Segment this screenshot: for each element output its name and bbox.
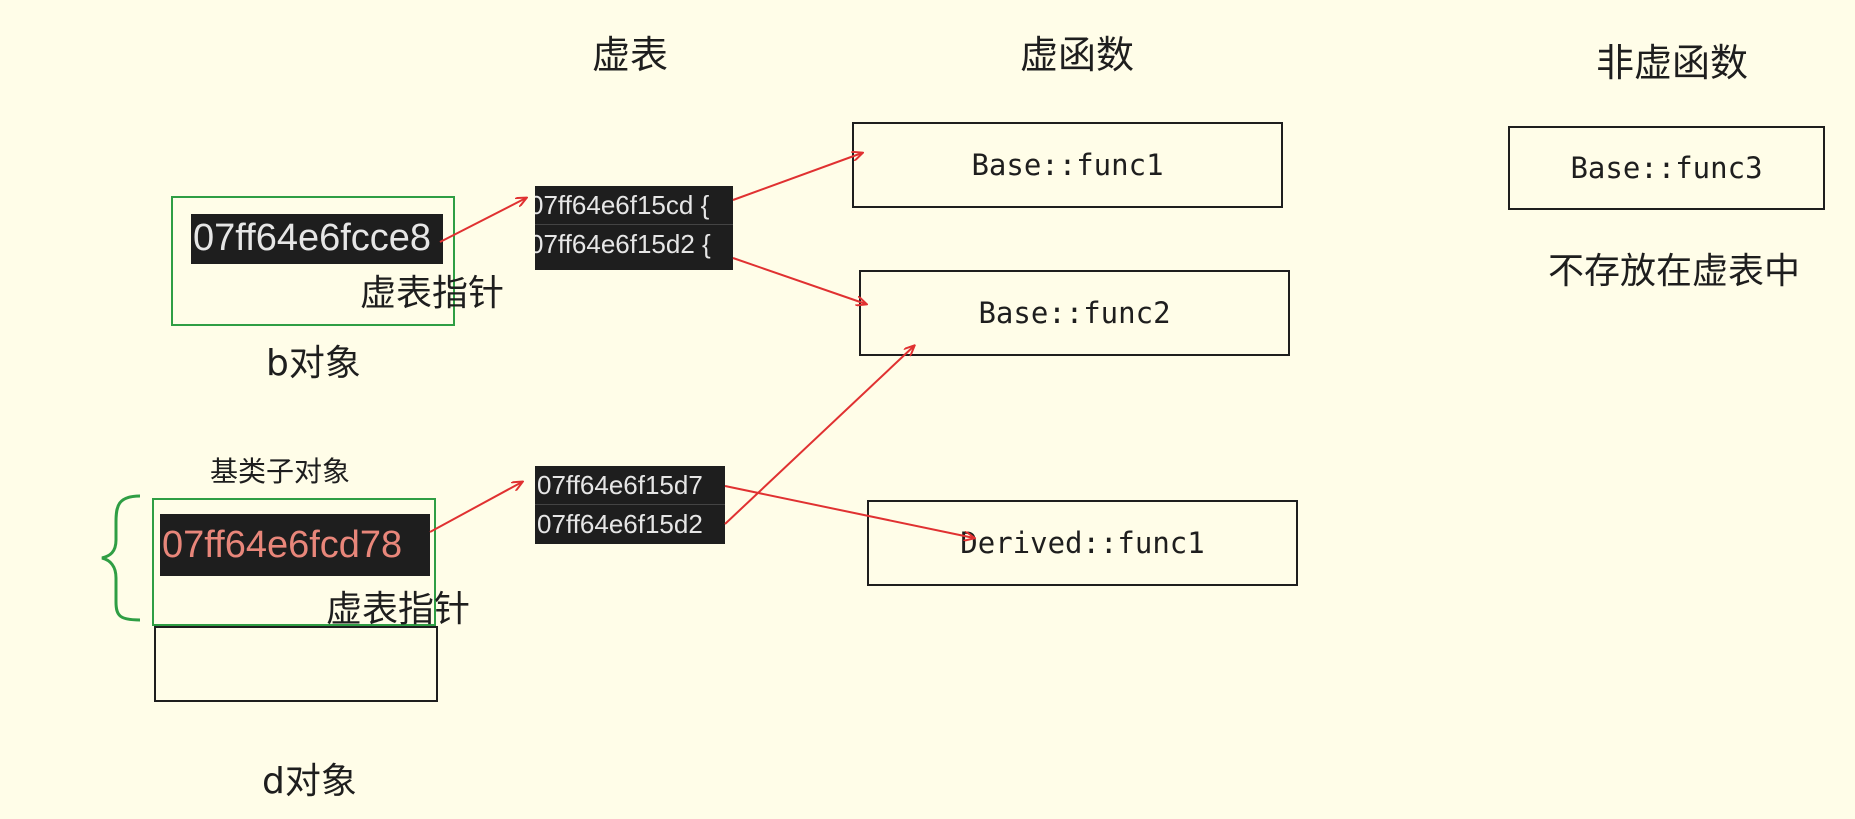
non-virtual-functions-header: 非虚函数	[1596, 41, 1749, 85]
d-vptr-value: 07ff64e6fcd78	[160, 514, 430, 576]
b-vtable-to-func1-arrow	[732, 153, 862, 201]
d-vtable: 07ff64e6f15d7 07ff64e6f15d2	[535, 466, 725, 544]
base-subobject-brace	[101, 494, 141, 622]
b-vtable-to-func2-arrow	[732, 257, 866, 304]
d-vtable-entry-2: 07ff64e6f15d2	[537, 509, 703, 539]
vtable-header: 虚表	[592, 33, 669, 77]
base-subobject-label: 基类子对象	[210, 455, 351, 488]
d-vptr-label: 虚表指针	[326, 589, 471, 630]
d-base-subobject-box	[152, 498, 436, 626]
d-vptr-to-vtable-arrow	[429, 482, 522, 533]
virtual-functions-header: 虚函数	[1020, 33, 1135, 77]
derived-func1-box: Derived::func1	[867, 500, 1298, 586]
base-func3-box: Base::func3	[1508, 126, 1825, 210]
b-vtable-entry-1: 07ff64e6f15cd {	[535, 186, 733, 225]
b-vtable-entry-2: 07ff64e6f15d2 {	[535, 229, 711, 259]
d-vtable-to-func2-arrow	[724, 346, 914, 525]
d-derived-part-box	[154, 626, 438, 702]
d-vtable-to-derived-func1-arrow	[724, 485, 974, 538]
b-vptr-label: 虚表指针	[360, 273, 505, 314]
b-vtable: 07ff64e6f15cd { 07ff64e6f15d2 {	[535, 186, 733, 270]
b-vptr-to-vtable-arrow	[439, 198, 526, 243]
base-func1-box: Base::func1	[852, 122, 1283, 208]
b-vptr-value: 07ff64e6fcce8	[191, 214, 443, 264]
func3-note: 不存放在虚表中	[1548, 251, 1801, 292]
d-object-label: d对象	[262, 761, 357, 802]
b-object-label: b对象	[266, 343, 361, 384]
b-object-box	[171, 196, 455, 326]
base-func2-box: Base::func2	[859, 270, 1290, 356]
d-vtable-entry-1: 07ff64e6f15d7	[535, 466, 725, 505]
